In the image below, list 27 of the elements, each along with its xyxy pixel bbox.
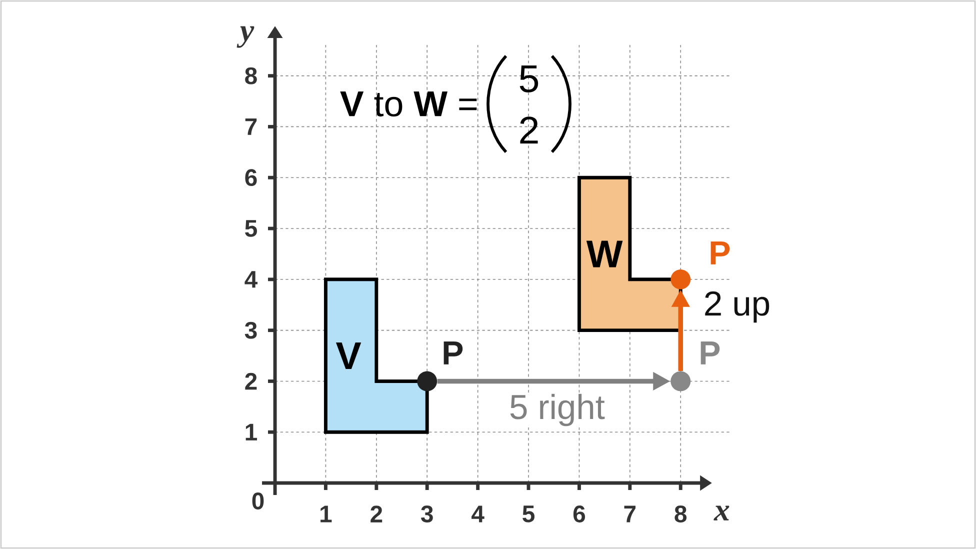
axis-number: 8 xyxy=(674,506,687,522)
axis-number: 0 xyxy=(252,492,264,510)
edge-label: 5 right xyxy=(508,392,606,428)
axis-number: 5 xyxy=(522,506,534,522)
point-label: P xyxy=(710,242,730,264)
axis-label: y xyxy=(236,26,254,48)
axis-number: 8 xyxy=(245,67,257,84)
axis-number: 2 xyxy=(245,372,257,390)
axis-number: 3 xyxy=(421,506,433,522)
axis-number: 2 xyxy=(370,506,382,522)
point-label: P xyxy=(700,342,720,364)
vector-entry: 5 xyxy=(520,66,538,92)
axis-number: 4 xyxy=(472,506,484,522)
axis-number: 6 xyxy=(573,506,585,522)
point-label: P xyxy=(444,342,463,364)
axis-label: x xyxy=(714,506,730,520)
axis-number: 6 xyxy=(245,169,257,186)
vector-entry: 2 xyxy=(520,116,538,144)
axis-number: 5 xyxy=(245,220,257,237)
axis-number: 4 xyxy=(244,271,258,288)
axis-number: 1 xyxy=(320,506,332,522)
vector-equation: V to W = xyxy=(340,91,477,117)
edge-label: 2 up xyxy=(702,290,772,324)
axis-number: 7 xyxy=(245,118,257,135)
axis-number: 1 xyxy=(246,424,257,440)
axis-number: 3 xyxy=(244,322,257,339)
axis-number: 7 xyxy=(624,506,636,522)
